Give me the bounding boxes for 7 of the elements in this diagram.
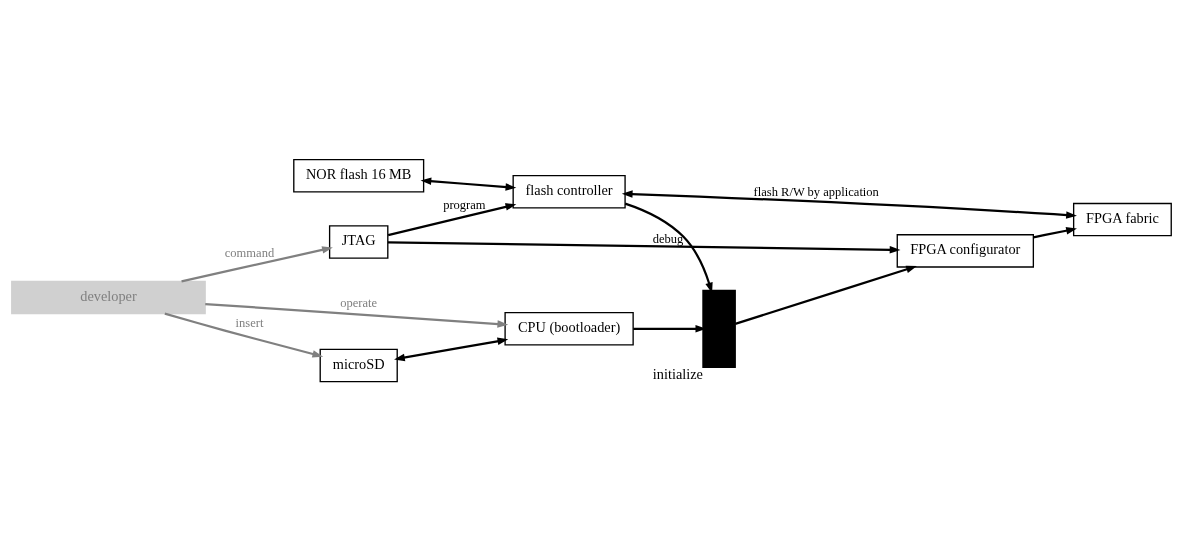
node-label: initialize	[652, 365, 703, 382]
edge-label: insert	[235, 316, 264, 331]
edge-label: flash R/W by application	[753, 185, 879, 200]
edge-label: program	[443, 198, 486, 212]
edge-label: command	[224, 246, 275, 261]
edge-label: debug	[652, 232, 684, 247]
edge-label: operate	[340, 295, 378, 310]
